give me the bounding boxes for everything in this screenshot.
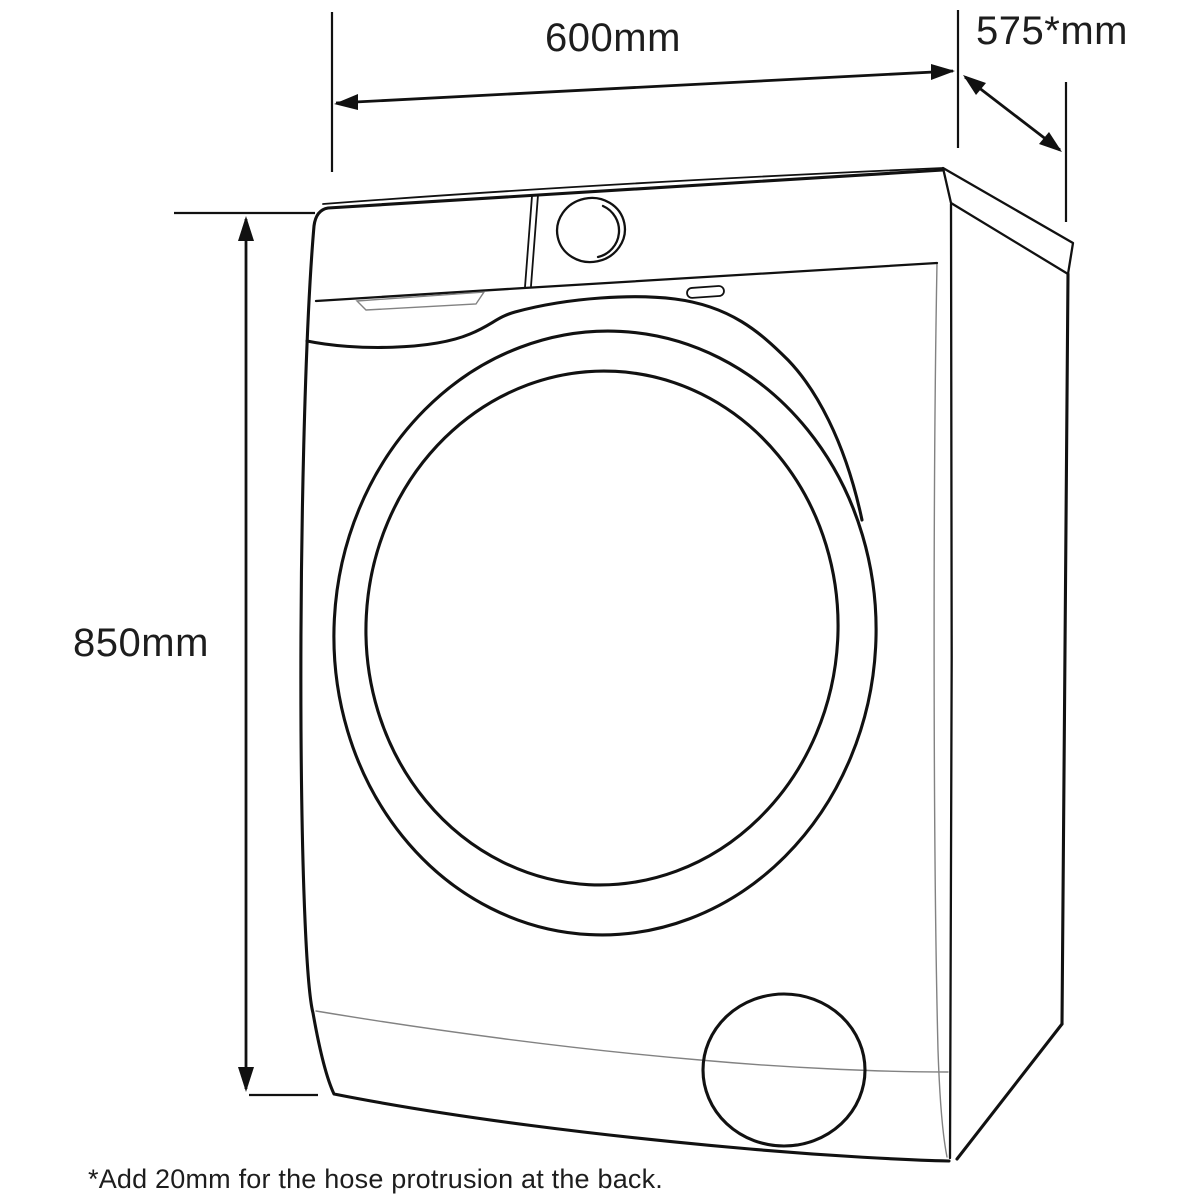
door-outer-ring xyxy=(332,329,878,937)
washing-machine xyxy=(299,166,1075,1163)
panel-divider-line-right xyxy=(530,194,539,287)
width-dimension-line xyxy=(335,69,954,105)
height-arrowhead-top xyxy=(238,216,254,241)
width-arrowhead-right xyxy=(931,64,955,80)
door-inner-ring xyxy=(364,369,840,887)
machine-front-right-corner-edge xyxy=(948,202,954,1160)
machine-front-outline xyxy=(299,168,951,1163)
front-panel-right-inset-edge xyxy=(933,262,948,1158)
depth-dimension: 575*mm xyxy=(963,9,1128,222)
machine-side-bottom-edge xyxy=(955,1022,1064,1161)
machine-back-right-edge xyxy=(1060,272,1070,1026)
panel-divider-line-left xyxy=(524,195,533,288)
footnote-text: *Add 20mm for the hose protrusion at the… xyxy=(88,1164,663,1194)
control-panel-bottom-edge xyxy=(314,261,939,303)
width-dimension: 600mm xyxy=(330,10,960,172)
width-arrowhead-left xyxy=(334,94,358,110)
height-dimension-label: 850mm xyxy=(73,621,209,665)
filter-door-circle xyxy=(701,992,867,1148)
depth-arrowhead-bottom xyxy=(1039,132,1062,152)
front-bulge-collar-curve xyxy=(305,295,864,522)
height-dimension: 850mm xyxy=(73,211,318,1097)
display-window xyxy=(686,285,725,299)
detergent-drawer-handle xyxy=(355,291,486,311)
control-knob xyxy=(555,196,627,264)
machine-top-surface-edge xyxy=(322,167,944,205)
width-dimension-label: 600mm xyxy=(545,16,681,60)
depth-dimension-label: 575*mm xyxy=(976,9,1128,53)
kick-plate-line xyxy=(315,1010,949,1073)
depth-arrowhead-top xyxy=(963,75,986,95)
control-knob-crescent xyxy=(596,204,621,259)
height-arrowhead-bottom xyxy=(238,1067,254,1092)
machine-top-right-band xyxy=(941,166,1075,276)
